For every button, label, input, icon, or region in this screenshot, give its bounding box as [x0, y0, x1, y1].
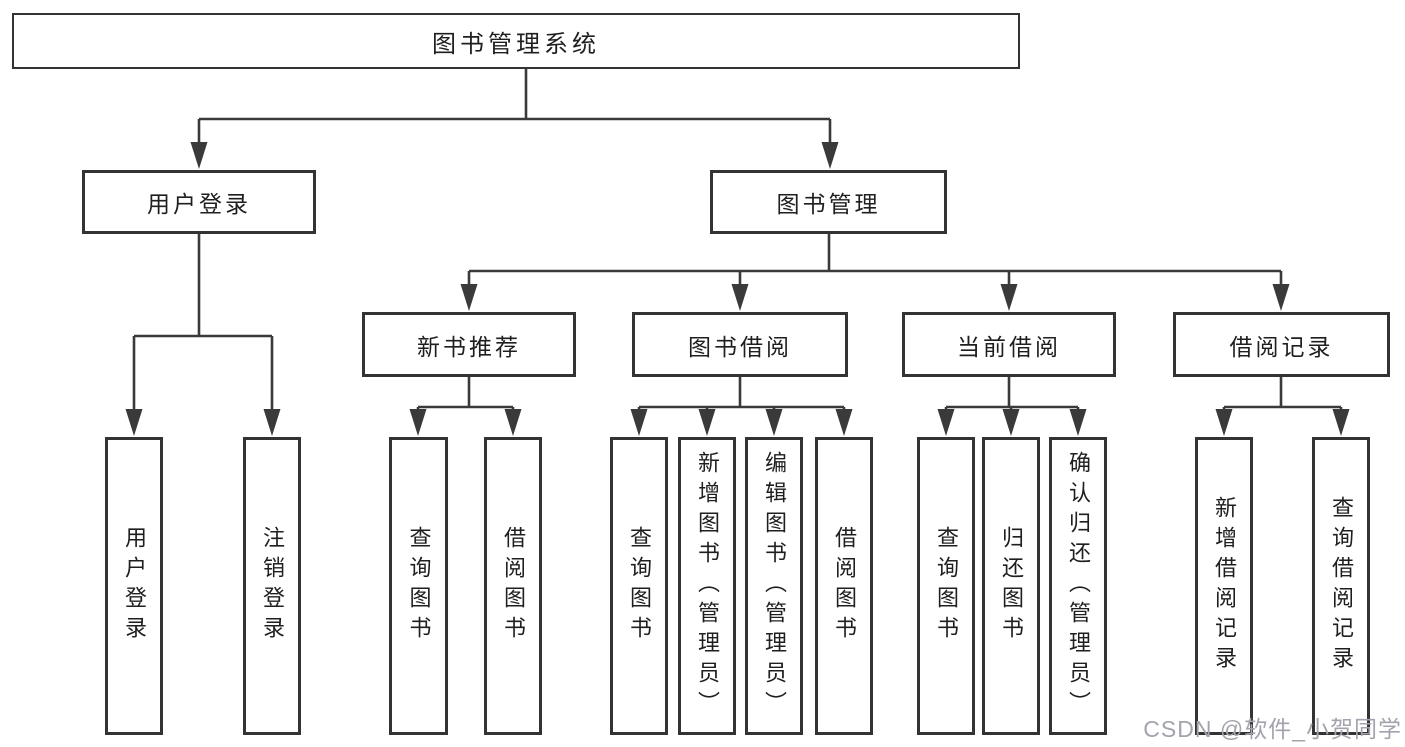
node-book-borrow: 图书借阅 — [632, 312, 848, 377]
leaf-query-book-borrow: 查询图书 — [610, 437, 668, 735]
node-label: 图书借阅 — [688, 334, 792, 360]
csdn-watermark: CSDN @软件_小贺同学 — [1143, 716, 1402, 742]
leaf-query-book-current: 查询图书 — [917, 437, 975, 735]
leaf-return-book: 归还图书 — [982, 437, 1040, 735]
arrowhead-icon — [190, 142, 208, 169]
node-borrow-records: 借阅记录 — [1173, 312, 1390, 377]
leaf-label: 编辑图书（管理员） — [762, 451, 787, 721]
node-label: 图书管理系统 — [432, 31, 600, 58]
node-label: 图书管理 — [776, 192, 881, 217]
arrowhead-icon — [821, 142, 839, 169]
leaf-query-book-recommend: 查询图书 — [389, 437, 448, 735]
node-book-management: 图书管理 — [710, 170, 947, 234]
node-label: 当前借阅 — [957, 334, 1061, 360]
leaf-label: 确认归还（管理员） — [1066, 451, 1091, 721]
leaf-confirm-return-admin: 确认归还（管理员） — [1049, 437, 1107, 735]
node-new-book-recommend: 新书推荐 — [362, 312, 576, 377]
leaf-label: 查询借阅记录 — [1329, 496, 1354, 676]
leaf-add-book-admin: 新增图书（管理员） — [678, 437, 736, 735]
leaf-user-login: 用户登录 — [105, 437, 163, 735]
leaf-label: 借阅图书 — [501, 526, 526, 646]
arrowhead-icon — [1002, 409, 1020, 436]
leaf-label: 用户登录 — [122, 526, 147, 646]
arrowhead-icon — [504, 409, 522, 436]
leaf-query-borrow-record: 查询借阅记录 — [1312, 437, 1370, 735]
leaf-add-borrow-record: 新增借阅记录 — [1195, 437, 1253, 735]
arrowhead-icon — [835, 409, 853, 436]
arrowhead-icon — [1069, 409, 1087, 436]
arrowhead-icon — [765, 409, 783, 436]
node-library-management-system: 图书管理系统 — [12, 13, 1020, 69]
node-label: 用户登录 — [147, 192, 251, 217]
leaf-logout: 注销登录 — [243, 437, 301, 735]
arrowhead-icon — [1332, 409, 1350, 436]
node-user-login: 用户登录 — [82, 170, 316, 234]
leaf-label: 查询图书 — [934, 526, 959, 646]
arrowhead-icon — [1215, 409, 1233, 436]
arrowhead-icon — [698, 409, 716, 436]
arrowhead-icon — [630, 409, 648, 436]
leaf-borrow-book-recommend: 借阅图书 — [484, 437, 542, 735]
arrowhead-icon — [731, 284, 749, 311]
arrowhead-icon — [125, 409, 143, 436]
leaf-label: 借阅图书 — [832, 526, 857, 646]
node-current-borrow: 当前借阅 — [902, 312, 1116, 377]
node-label: 新书推荐 — [417, 334, 521, 360]
arrowhead-icon — [263, 409, 281, 436]
arrowhead-icon — [1000, 284, 1018, 311]
leaf-label: 新增图书（管理员） — [695, 451, 720, 721]
leaf-label: 查询图书 — [627, 526, 652, 646]
leaf-borrow-book: 借阅图书 — [815, 437, 873, 735]
leaf-label: 新增借阅记录 — [1212, 496, 1237, 676]
leaf-label: 查询图书 — [406, 526, 432, 646]
arrowhead-icon — [409, 409, 427, 436]
arrowhead-icon — [460, 284, 478, 311]
node-label: 借阅记录 — [1229, 334, 1334, 360]
leaf-edit-book-admin: 编辑图书（管理员） — [745, 437, 803, 735]
leaf-label: 注销登录 — [260, 526, 285, 646]
leaf-label: 归还图书 — [999, 526, 1024, 646]
arrowhead-icon — [937, 409, 955, 436]
arrowhead-icon — [1272, 284, 1290, 311]
